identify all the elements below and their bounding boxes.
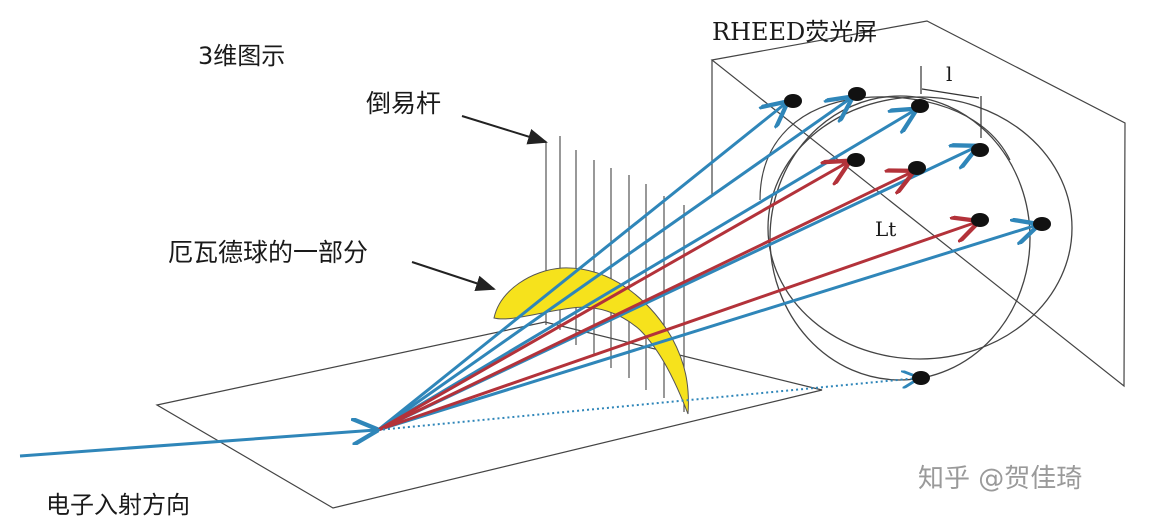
spacing-marker [920,66,982,138]
diffraction-spot [1033,217,1051,231]
blue-diffracted-beams [377,98,1037,432]
sample-plane [155,321,823,509]
red-beam [377,222,977,432]
red-beam [377,162,848,432]
diffraction-spot [911,99,929,113]
diffraction-spot [912,371,930,385]
red-beam [377,172,912,432]
incident-beam [19,430,376,458]
specular-dotted-beam [377,378,918,431]
beam-label: 电子入射方向 [46,491,190,519]
diffraction-spots [784,87,1051,385]
rods-label: 倒易杆 [366,89,442,118]
diffraction-spot [908,161,926,175]
watermark: 知乎 @贺佳琦 [918,464,1083,494]
diffraction-spot [784,94,802,108]
screen-label: RHEED荧光屏 [712,18,878,46]
rheed-screen [710,20,1126,388]
diffraction-spot [847,153,865,167]
diffraction-spot [971,213,989,227]
rods-pointer-arrow [461,115,548,145]
diagram-title: 3维图示 [198,42,286,70]
diffraction-spot [848,87,866,101]
ewald-label: 厄瓦德球的一部分 [168,238,369,267]
diffraction-spot [971,143,989,157]
blue-beam [377,103,786,432]
ewald-pointer-arrow [411,261,496,291]
red-diffracted-beams [377,162,977,432]
blue-beam [377,225,1037,432]
lt-label: Lt [875,217,897,241]
large-diffraction-ring [767,96,1073,360]
spacing-label: l [946,62,953,86]
blue-beam [377,98,851,432]
